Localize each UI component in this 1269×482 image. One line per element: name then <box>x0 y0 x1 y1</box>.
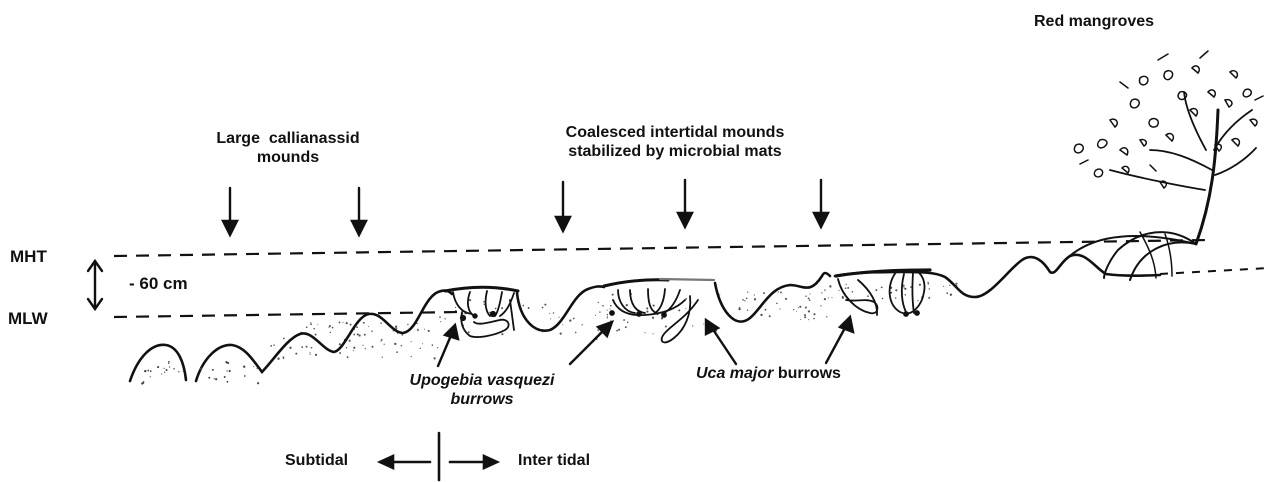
coalesced-mounds-label: Coalesced intertidal mounds stabilized b… <box>520 123 830 161</box>
upogebia-burrow-systems <box>453 289 698 342</box>
upogebia-line2: burrows <box>402 390 562 409</box>
large-callianassid-line1: Large callianassid <box>178 129 398 148</box>
mht-label: MHT <box>10 247 47 266</box>
upogebia-burrows-label: Upogebia vasquezi burrows <box>402 371 562 409</box>
mlw-label: MLW <box>8 309 48 328</box>
tidal-range-label: - 60 cm <box>129 274 188 293</box>
mangrove-ground-dashed-line <box>1160 268 1269 274</box>
mht-dashed-line <box>114 240 1210 256</box>
uca-burrows-word: burrows <box>773 365 841 382</box>
uca-major-name: Uca major <box>696 365 773 382</box>
mlw-dashed-line <box>114 312 460 317</box>
zone-divider <box>380 433 497 480</box>
ground-profile <box>130 255 1160 381</box>
large-callianassid-line2: mounds <box>178 148 398 167</box>
tidal-range-arrow <box>88 261 102 309</box>
mound-pointer-arrows <box>223 180 828 235</box>
subtidal-label: Subtidal <box>285 451 348 470</box>
uca-burrows-label: Uca major burrows <box>696 364 841 383</box>
large-callianassid-mounds-label: Large callianassid mounds <box>178 129 398 167</box>
burrow-pointer-arrows <box>438 317 853 366</box>
red-mangroves-label: Red mangroves <box>1034 12 1154 31</box>
uca-burrow-systems <box>838 272 925 316</box>
red-mangrove-tree <box>1058 51 1263 280</box>
coalesced-line1: Coalesced intertidal mounds <box>520 123 830 142</box>
mound-crust-lines <box>445 270 930 291</box>
intertidal-label: Inter tidal <box>518 451 590 470</box>
sediment-stipple <box>270 282 957 360</box>
upogebia-line1: Upogebia vasquezi <box>402 371 562 390</box>
coalesced-line2: stabilized by microbial mats <box>520 142 830 161</box>
